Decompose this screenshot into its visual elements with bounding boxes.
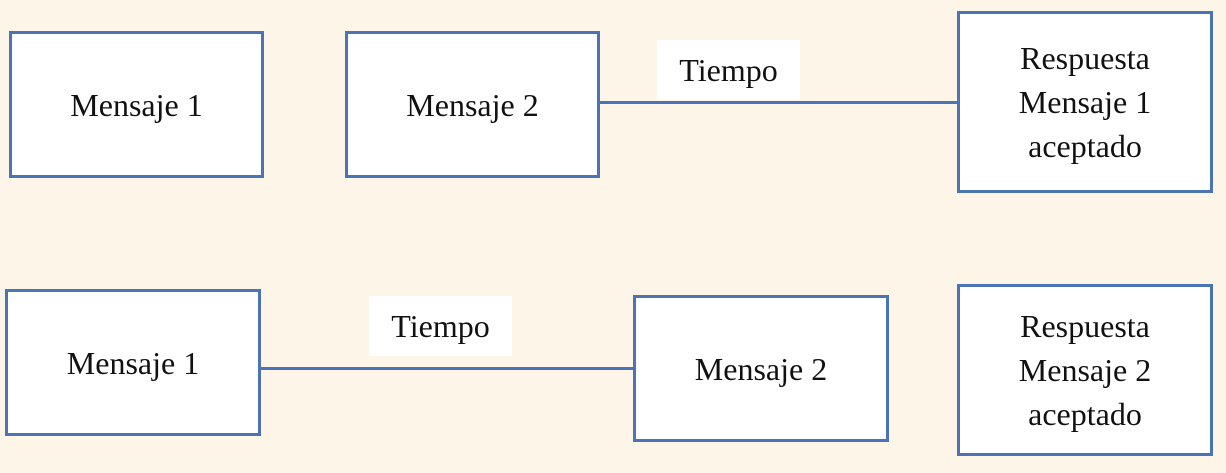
row1-mensaje1-label: Mensaje 1 <box>70 86 203 123</box>
row2-mensaje2-box: Mensaje 2 <box>633 295 889 442</box>
row2-time-label: Tiempo <box>369 296 512 356</box>
row2-mensaje2-label: Mensaje 2 <box>694 350 828 387</box>
row1-response-line3: aceptado <box>1028 128 1142 164</box>
row2-response-line2: Mensaje 2 <box>1018 352 1152 388</box>
row1-response-line1: Respuesta <box>1020 40 1150 76</box>
row2-mensaje1-box: Mensaje 1 <box>5 289 261 436</box>
row1-response-box: Respuesta Mensaje 1 aceptado <box>957 11 1213 193</box>
row1-mensaje2-label: Mensaje 2 <box>406 86 539 123</box>
row1-response-line2: Mensaje 1 <box>1018 84 1152 120</box>
row1-time-connector <box>600 101 958 104</box>
row2-response-box: Respuesta Mensaje 2 aceptado <box>957 284 1213 456</box>
row2-response-line1: Respuesta <box>1020 308 1150 344</box>
row1-time-label: Tiempo <box>657 40 800 100</box>
row2-time-connector <box>261 367 634 370</box>
row1-mensaje2-box: Mensaje 2 <box>345 31 600 178</box>
row2-mensaje1-label: Mensaje 1 <box>66 344 200 381</box>
row2-response-line3: aceptado <box>1028 396 1142 432</box>
row1-mensaje1-box: Mensaje 1 <box>9 31 264 178</box>
